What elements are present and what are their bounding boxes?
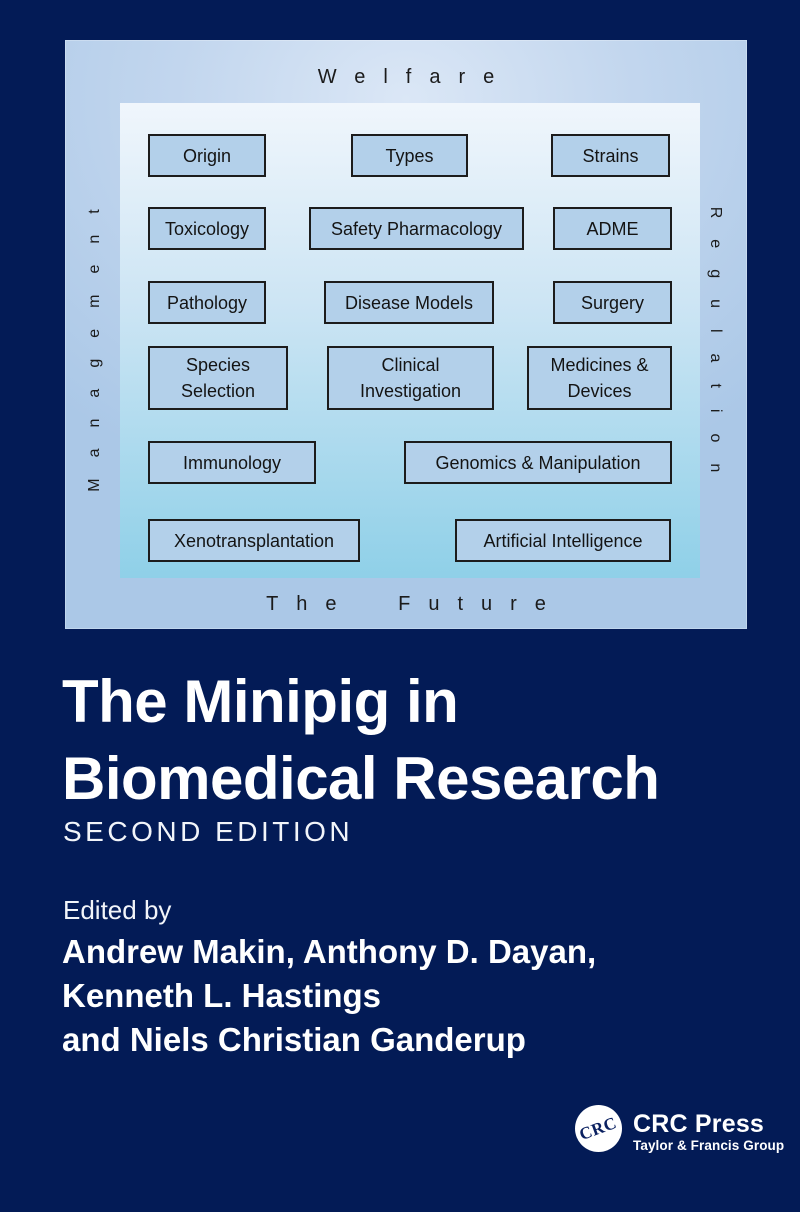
editor-names-line1: Andrew Makin, Anthony D. Dayan, xyxy=(62,933,597,970)
diagram-box-origin: Origin xyxy=(148,134,266,177)
diagram-box-pathology: Pathology xyxy=(148,281,266,324)
diagram-inner-panel: Origin Types Strains Toxicology Safety P… xyxy=(120,103,700,578)
edited-by-label: Edited by xyxy=(63,895,172,925)
edition-label: SECOND EDITION xyxy=(63,816,354,847)
diagram-box-clinical-investigation: Clinical Investigation xyxy=(327,346,494,410)
diagram-box-medicines-devices: Medicines & Devices xyxy=(527,346,672,410)
diagram-box-artificial-intelligence: Artificial Intelligence xyxy=(455,519,671,562)
diagram-box-safety-pharmacology: Safety Pharmacology xyxy=(309,207,524,250)
diagram-box-immunology: Immunology xyxy=(148,441,316,484)
diagram-box-disease-models: Disease Models xyxy=(324,281,494,324)
publisher-name: CRC Press xyxy=(633,1110,765,1138)
diagram-label-welfare: Welfare xyxy=(317,66,513,88)
diagram-box-toxicology: Toxicology xyxy=(148,207,266,250)
book-title-line1: The Minipig in xyxy=(62,668,459,735)
diagram-label-management: Management xyxy=(86,188,103,492)
editor-names-line2: Kenneth L. Hastings xyxy=(62,977,382,1014)
diagram-box-adme: ADME xyxy=(553,207,672,250)
crc-logo-icon: CRC xyxy=(575,1105,622,1152)
diagram-box-strains: Strains xyxy=(551,134,670,177)
diagram-box-types: Types xyxy=(351,134,468,177)
editor-names: Andrew Makin, Anthony D. Dayan, Kenneth … xyxy=(62,930,596,1062)
diagram-label-the-future: The Future xyxy=(266,593,564,615)
crc-monogram: CRC xyxy=(577,1112,620,1144)
publisher-group: Taylor & Francis Group xyxy=(633,1138,785,1153)
book-title-line2: Biomedical Research xyxy=(62,745,660,812)
diagram-box-surgery: Surgery xyxy=(553,281,672,324)
book-title: The Minipig in Biomedical Research xyxy=(62,663,660,817)
diagram-label-regulation: Regulation xyxy=(707,206,724,494)
diagram-box-xenotransplantation: Xenotransplantation xyxy=(148,519,360,562)
diagram-panel: Welfare Management Regulation The Future… xyxy=(65,40,747,629)
diagram-box-genomics-manipulation: Genomics & Manipulation xyxy=(404,441,672,484)
editor-names-line3: and Niels Christian Ganderup xyxy=(62,1021,526,1058)
diagram-box-species-selection: Species Selection xyxy=(148,346,288,410)
